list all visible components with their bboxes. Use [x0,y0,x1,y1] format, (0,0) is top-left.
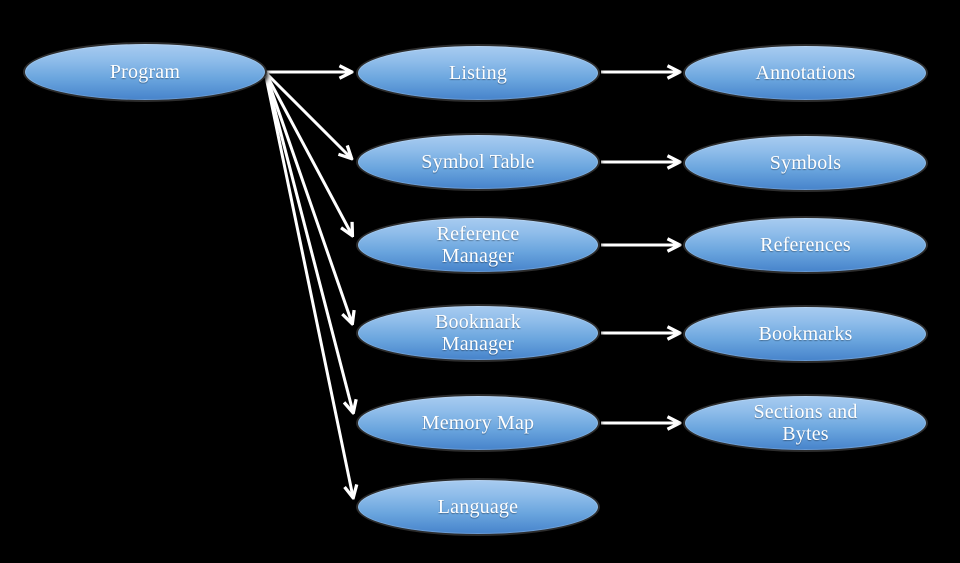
edge-program-to-reference-manager [263,71,352,235]
node-label-annotations: Annotations [755,61,856,84]
node-references[interactable]: References [683,216,928,274]
node-symbols[interactable]: Symbols [683,134,928,192]
node-bookmark-manager[interactable]: Bookmark Manager [356,304,600,362]
edge-program-to-symbol-table [263,70,351,158]
node-symbol-table[interactable]: Symbol Table [356,133,600,191]
node-label-sections-and-bytes: Sections and Bytes [753,400,858,445]
node-label-program: Program [109,60,181,83]
node-label-symbols: Symbols [769,151,842,174]
node-label-listing: Listing [448,61,508,84]
node-label-reference-manager: Reference Manager [436,222,520,267]
node-label-language: Language [437,495,519,518]
node-label-symbol-table: Symbol Table [421,150,535,173]
node-reference-manager[interactable]: Reference Manager [356,216,600,274]
node-label-bookmark-manager: Bookmark Manager [434,310,522,355]
node-sections-and-bytes[interactable]: Sections and Bytes [683,394,928,452]
node-program[interactable]: Program [23,42,267,102]
node-language[interactable]: Language [356,478,600,536]
node-label-bookmarks: Bookmarks [758,322,853,345]
node-listing[interactable]: Listing [356,44,600,102]
edge-program-to-language [263,71,353,497]
node-bookmarks[interactable]: Bookmarks [683,305,928,363]
node-label-memory-map: Memory Map [421,411,535,434]
node-label-references: References [760,233,851,256]
node-annotations[interactable]: Annotations [683,44,928,102]
edge-program-to-memory-map [263,71,353,412]
node-memory-map[interactable]: Memory Map [356,394,600,452]
edge-program-to-bookmark-manager [263,71,352,323]
